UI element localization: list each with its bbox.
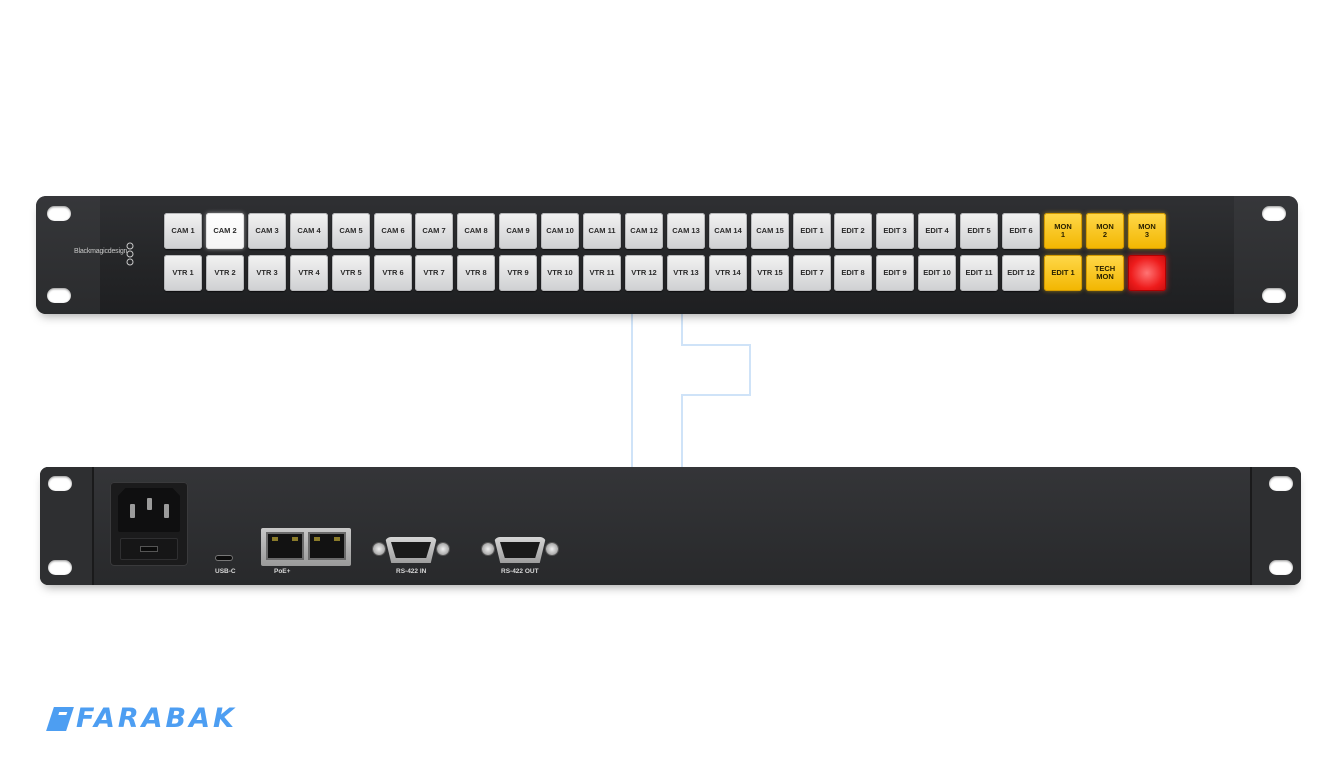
key-button[interactable]: VTR 14 xyxy=(709,255,747,291)
key-button[interactable]: EDIT 6 xyxy=(1002,213,1040,249)
key-button[interactable]: MON 3 xyxy=(1128,213,1166,249)
key-button[interactable]: CAM 14 xyxy=(709,213,747,249)
key-button[interactable]: CAM 15 xyxy=(751,213,789,249)
rack-mount-hole xyxy=(47,288,71,303)
key-button[interactable]: VTR 15 xyxy=(751,255,789,291)
rack-mount-hole xyxy=(1269,476,1293,491)
usb-c-port[interactable] xyxy=(215,555,233,561)
key-button[interactable]: EDIT 12 xyxy=(1002,255,1040,291)
poe-label: PoE+ xyxy=(274,568,291,575)
key-button[interactable]: TECH MON xyxy=(1086,255,1124,291)
rack-mount-hole xyxy=(1262,206,1286,221)
right-rack-ear xyxy=(1247,467,1301,585)
key-button[interactable]: CAM 7 xyxy=(415,213,453,249)
key-button[interactable] xyxy=(1128,255,1166,291)
rs422-in-port[interactable] xyxy=(371,535,451,565)
key-button[interactable]: CAM 4 xyxy=(290,213,328,249)
farabak-logo: FARABAK xyxy=(46,703,237,734)
key-button[interactable]: VTR 8 xyxy=(457,255,495,291)
farabak-mark-icon xyxy=(46,707,74,731)
key-button[interactable]: CAM 8 xyxy=(457,213,495,249)
rack-mount-hole xyxy=(1262,288,1286,303)
key-button[interactable]: CAM 10 xyxy=(541,213,579,249)
key-button[interactable]: VTR 9 xyxy=(499,255,537,291)
rear-panel: USB-C PoE+ RS-422 IN RS-422 OUT xyxy=(40,467,1301,585)
key-button[interactable]: EDIT 8 xyxy=(834,255,872,291)
key-button[interactable]: CAM 9 xyxy=(499,213,537,249)
rs422-in-label: RS-422 IN xyxy=(396,568,427,575)
rs422-out-label: RS-422 OUT xyxy=(501,568,539,575)
ethernet-port-icon xyxy=(266,532,304,560)
brand-logo: Blackmagicdesign xyxy=(74,240,134,270)
key-button[interactable]: EDIT 4 xyxy=(918,213,956,249)
key-button[interactable]: VTR 3 xyxy=(248,255,286,291)
key-button[interactable]: EDIT 1 xyxy=(1044,255,1082,291)
screw-icon xyxy=(482,543,494,555)
iec-socket-icon xyxy=(118,488,180,532)
key-button[interactable]: CAM 13 xyxy=(667,213,705,249)
key-button[interactable]: EDIT 11 xyxy=(960,255,998,291)
key-button[interactable]: VTR 2 xyxy=(206,255,244,291)
key-button[interactable]: MON 2 xyxy=(1086,213,1124,249)
key-button[interactable]: EDIT 9 xyxy=(876,255,914,291)
rack-mount-hole xyxy=(48,560,72,575)
power-inlet[interactable] xyxy=(110,482,188,566)
fuse-holder-icon xyxy=(120,538,178,560)
right-rack-ear xyxy=(1234,196,1298,314)
logo-text: FARABAK xyxy=(76,703,237,734)
ethernet-ports[interactable] xyxy=(261,528,351,566)
key-button[interactable]: CAM 12 xyxy=(625,213,663,249)
key-button[interactable]: VTR 4 xyxy=(290,255,328,291)
key-button[interactable]: VTR 6 xyxy=(374,255,412,291)
brand-name: Blackmagicdesign xyxy=(74,248,128,255)
key-button[interactable]: CAM 1 xyxy=(164,213,202,249)
key-button[interactable]: EDIT 2 xyxy=(834,213,872,249)
rear-chassis xyxy=(92,467,1252,585)
key-button[interactable]: VTR 1 xyxy=(164,255,202,291)
key-button[interactable]: VTR 10 xyxy=(541,255,579,291)
key-button[interactable]: VTR 5 xyxy=(332,255,370,291)
screw-icon xyxy=(437,543,449,555)
socket-pin xyxy=(147,498,152,510)
key-button[interactable]: CAM 11 xyxy=(583,213,621,249)
key-button[interactable]: EDIT 10 xyxy=(918,255,956,291)
key-button[interactable]: CAM 6 xyxy=(374,213,412,249)
rack-mount-hole xyxy=(48,476,72,491)
key-button[interactable]: EDIT 3 xyxy=(876,213,914,249)
key-button[interactable]: VTR 12 xyxy=(625,255,663,291)
ethernet-port-icon xyxy=(308,532,346,560)
key-button[interactable]: CAM 2 xyxy=(206,213,244,249)
socket-pin xyxy=(164,504,169,518)
key-button[interactable]: EDIT 5 xyxy=(960,213,998,249)
key-button[interactable]: VTR 13 xyxy=(667,255,705,291)
rack-mount-hole xyxy=(1269,560,1293,575)
rack-mount-hole xyxy=(47,206,71,221)
key-button[interactable]: VTR 7 xyxy=(415,255,453,291)
rs422-out-port[interactable] xyxy=(480,535,560,565)
socket-pin xyxy=(130,504,135,518)
screw-icon xyxy=(546,543,558,555)
key-button[interactable]: CAM 5 xyxy=(332,213,370,249)
key-button[interactable]: EDIT 7 xyxy=(793,255,831,291)
key-button[interactable]: CAM 3 xyxy=(248,213,286,249)
blackmagic-logo-icon xyxy=(126,242,134,266)
key-button[interactable]: EDIT 1 xyxy=(793,213,831,249)
left-rack-ear xyxy=(36,196,100,314)
screw-icon xyxy=(373,543,385,555)
key-button[interactable]: MON 1 xyxy=(1044,213,1082,249)
usb-c-label: USB-C xyxy=(215,568,236,575)
left-rack-ear xyxy=(40,467,94,585)
key-button[interactable]: VTR 11 xyxy=(583,255,621,291)
